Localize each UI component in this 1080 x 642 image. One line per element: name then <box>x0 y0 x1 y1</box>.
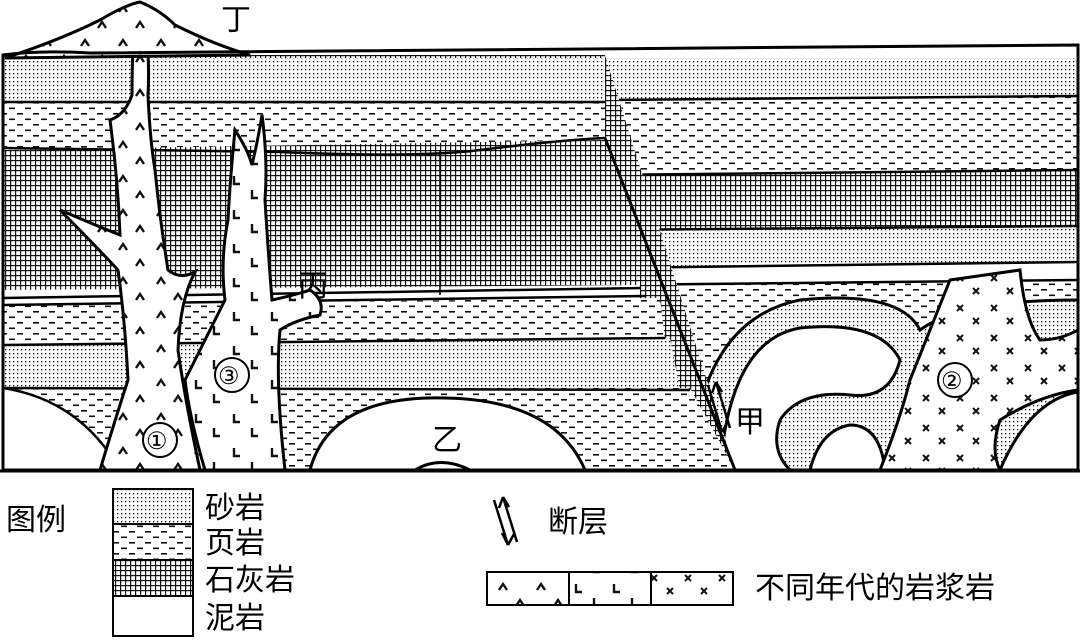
label-1: ① <box>142 422 178 458</box>
label-1-text: ① <box>146 427 168 455</box>
legend-fault-symbol <box>492 496 519 546</box>
legend-label-mudstone: 泥岩 <box>205 601 265 636</box>
legend-swatch-sandstone <box>112 488 194 525</box>
label-3: ③ <box>214 357 250 393</box>
legend-swatch-shale <box>112 523 194 561</box>
legend-label-magma: 不同年代的岩浆岩 <box>755 571 995 606</box>
legend-title: 图例 <box>6 503 66 538</box>
fault-arrows <box>706 381 732 433</box>
legend-label-sandstone: 砂岩 <box>205 491 265 526</box>
volcano <box>4 0 251 60</box>
label-ding: 丁 <box>221 3 251 38</box>
magma-body-2 <box>877 268 1080 472</box>
legend-label-fault: 断层 <box>548 505 608 540</box>
legend: 图例 砂岩 页岩 石灰岩 泥岩 断层 不同年代的岩浆岩 <box>6 488 995 637</box>
legend-swatch-mudstone <box>112 595 194 637</box>
label-bing: 丙 <box>298 269 328 304</box>
legend-swatch-limestone <box>112 559 194 597</box>
label-jia: 甲 <box>735 405 765 440</box>
label-3-text: ③ <box>218 362 240 390</box>
legend-label-limestone: 石灰岩 <box>205 563 295 598</box>
label-yi: 乙 <box>432 423 462 458</box>
label-2-text: ② <box>941 367 963 395</box>
legend-magma-swatch <box>486 571 734 606</box>
fault-line <box>603 137 737 471</box>
legend-label-shale: 页岩 <box>205 526 265 561</box>
label-2: ② <box>937 362 973 398</box>
